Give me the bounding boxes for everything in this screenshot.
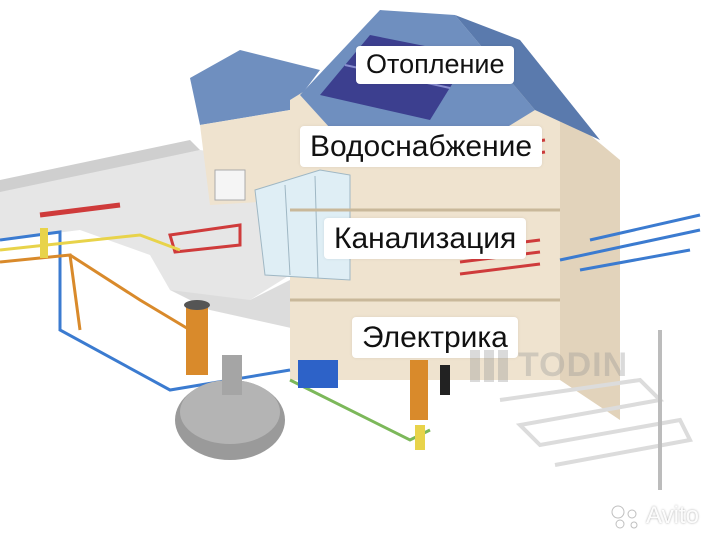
watermark-text: TODIN (518, 346, 629, 384)
heating-label: Отопление (356, 46, 515, 84)
avito-text: Avito (646, 502, 699, 529)
watermark: TODIN (470, 346, 670, 386)
house-side-wall (560, 110, 620, 420)
water-supply-label: Водоснабжение (300, 126, 543, 167)
heating-main (39, 202, 121, 218)
road-edge (0, 140, 200, 192)
avito-watermark: Avito (610, 500, 714, 532)
sewer-riser (186, 305, 208, 375)
avito-logo-icon (611, 505, 638, 529)
sewerage-label: Канализация (324, 218, 527, 259)
garage-roof (190, 50, 320, 125)
car (214, 169, 246, 201)
pump-unit (298, 360, 338, 388)
ground-loop (499, 377, 693, 467)
watermark-logo-icon (470, 350, 508, 382)
electrics-label: Электрика (352, 317, 518, 358)
